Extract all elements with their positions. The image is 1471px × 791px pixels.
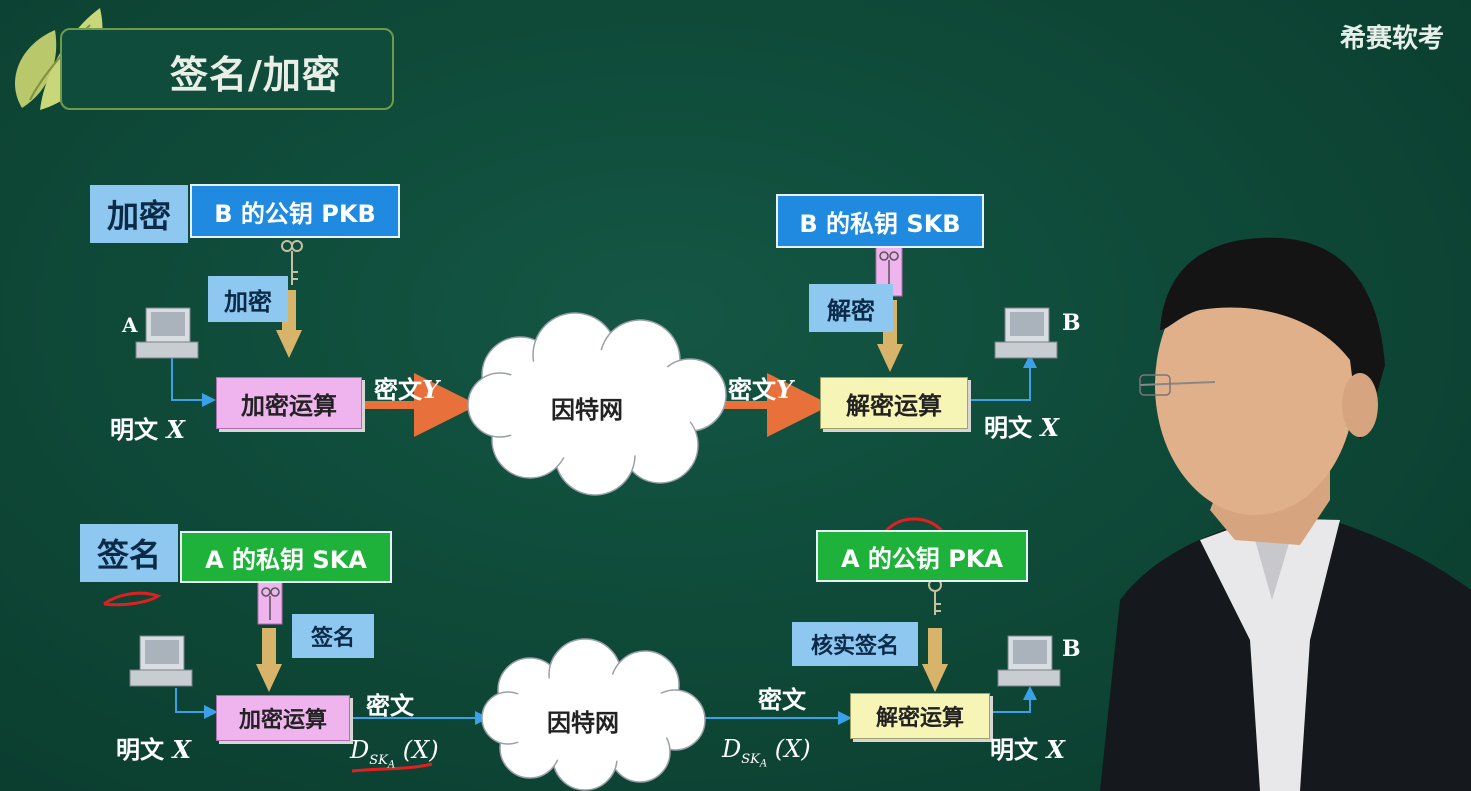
decrypt-operation-box: 解密运算 [820, 377, 968, 429]
key-icon-pka [928, 578, 942, 615]
internet-label-top: 因特网 [551, 396, 623, 424]
sign-ciphertext-label-right: 密文 [758, 686, 806, 714]
encryption-tag: 加密 [90, 185, 188, 243]
red-underline-annotation-sign [103, 591, 162, 607]
title-frame [60, 28, 394, 110]
sign-action-label: 签名 [292, 614, 374, 658]
ciphertext-label-right: 密文Y [728, 375, 794, 404]
sender-a-label: A [122, 313, 138, 337]
plaintext-label-right: 明文 X [984, 413, 1059, 442]
ciphertext-label-left: 密文Y [374, 375, 440, 404]
key-icon-ska [257, 581, 283, 625]
sign-ciphertext-label-left: 密文 [366, 692, 414, 720]
public-key-pkb-label: B 的公钥 PKB [190, 184, 400, 238]
private-key-skb-label: B 的私钥 SKB [776, 194, 984, 248]
computer-icon-a-bottom [129, 635, 193, 687]
key-icon-pkb [281, 240, 303, 285]
signature-formula-right: DSKA (X) [722, 735, 811, 770]
encrypt-operation-box: 加密运算 [216, 377, 362, 429]
computer-icon-a-top [135, 307, 199, 359]
computer-icon-b-bottom [997, 635, 1061, 687]
decrypt-action-label: 解密 [809, 284, 893, 332]
internet-cloud-bottom [481, 638, 706, 791]
sign-encrypt-operation-box: 加密运算 [216, 695, 350, 741]
verify-signature-label: 核实签名 [792, 622, 918, 666]
private-key-ska-label: A 的私钥 SKA [180, 531, 392, 583]
sign-plaintext-label-left: 明文 X [116, 735, 191, 764]
signature-formula-left: DSKA (X) [350, 736, 439, 771]
sign-decrypt-operation-box: 解密运算 [850, 693, 990, 739]
computer-icon-b-top [994, 307, 1058, 359]
public-key-pka-label: A 的公钥 PKA [816, 530, 1028, 582]
internet-label-bottom: 因特网 [547, 709, 619, 737]
internet-cloud-top [467, 312, 727, 496]
presenter-figure [1100, 237, 1471, 791]
page-title: 签名/加密 [170, 53, 341, 97]
encrypt-action-label: 加密 [208, 276, 288, 322]
red-underline-annotation-formula [351, 762, 433, 773]
plaintext-label-left: 明文 X [110, 415, 185, 444]
sign-receiver-b-label: B [1062, 636, 1081, 662]
receiver-b-label: B [1062, 310, 1081, 336]
sign-plaintext-label-right: 明文 X [990, 735, 1065, 764]
signature-tag: 签名 [80, 524, 178, 582]
watermark-logo: 希赛软考 [1340, 24, 1445, 54]
